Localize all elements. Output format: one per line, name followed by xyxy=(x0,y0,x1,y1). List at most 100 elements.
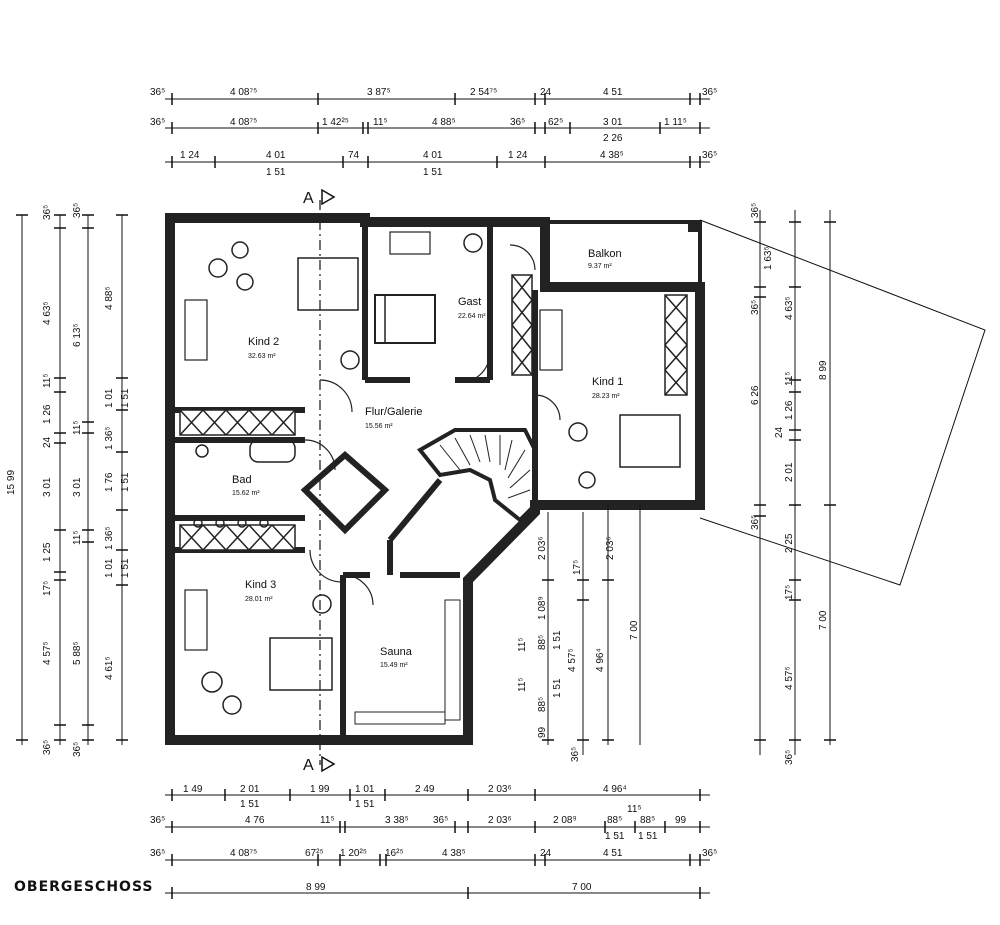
dim-left3-5: 5 88⁵ xyxy=(72,641,83,665)
dim-right1-9: 2 25 xyxy=(784,533,795,553)
dim-top1-5: 4 51 xyxy=(603,87,623,98)
building-walls xyxy=(165,213,986,745)
middle-dimension-labels: 2 03⁶ 17⁵ 2 03⁶ 1 08⁹ 11⁵ 88⁵ 1 51 4 57⁵… xyxy=(517,536,640,762)
room-area-kind-3: 28.01 m² xyxy=(245,596,273,603)
dim-left3-4: 11⁵ xyxy=(72,530,83,545)
dim-bottom2-2: 11⁵ xyxy=(320,815,335,826)
dim-right2-1: 7 00 xyxy=(818,610,829,630)
dim-top2-0: 36⁵ xyxy=(150,117,165,128)
dim-bottom3-1: 4 08⁷⁵ xyxy=(230,848,257,859)
dim-top3-7: 1 51 xyxy=(266,167,286,178)
room-name-balkon: Balkon xyxy=(588,248,622,260)
right-dimension-labels: 36⁵ 1 63⁵ 36⁵ 4 63⁵ 11⁵ 6 26 1 26 24 2 0… xyxy=(750,203,829,765)
dim-bottom2-4: 36⁵ xyxy=(433,815,448,826)
room-name-kind-3: Kind 3 xyxy=(245,579,276,591)
dim-bottom2-10: 99 xyxy=(675,815,687,826)
dim-right1-7: 24 xyxy=(774,426,785,438)
dim-right1-11: 17⁵ xyxy=(784,585,795,600)
dim-bottom3-0: 36⁵ xyxy=(150,848,165,859)
dim-left2-0: 36⁵ xyxy=(42,205,53,220)
dim-top3-0: 1 24 xyxy=(180,150,200,161)
section-marker-top: A xyxy=(303,190,314,207)
dim-right2-0: 8 99 xyxy=(818,360,829,380)
dim-right1-2: 36⁵ xyxy=(750,300,761,315)
bottom-dimension-labels: 1 49 2 01 1 99 1 01 2 49 2 03⁶ 4 96⁴ 1 5… xyxy=(150,784,717,893)
dim-top3-8: 1 51 xyxy=(423,167,443,178)
dim-top2-3: 11⁵ xyxy=(373,117,388,128)
dim-top1-1: 4 08⁷⁵ xyxy=(230,87,257,98)
dim-bottom3-8: 36⁵ xyxy=(702,848,717,859)
dim-left3-0: 36⁵ xyxy=(72,203,83,218)
section-marker-bottom: A xyxy=(303,757,314,774)
dim-top2-2: 1 42²⁵ xyxy=(322,117,349,128)
dim-left4-3: 1 76 xyxy=(104,472,115,492)
dim-top2-8: 1 11⁵ xyxy=(664,117,687,128)
plan-title: OBERGESCHOSS xyxy=(14,879,153,895)
left-dimension-labels: 15 99 36⁵ 4 63⁵ 11⁵ 1 26 24 3 01 1 25 17… xyxy=(6,203,131,757)
dim-top2-4: 4 88⁵ xyxy=(432,117,456,128)
section-arrow-bottom-icon xyxy=(321,755,336,773)
dim-mid-2: 2 03⁶ xyxy=(605,536,616,560)
room-area-sauna: 15.49 m² xyxy=(380,662,408,669)
dim-top3-4: 1 24 xyxy=(508,150,528,161)
dim-left4-5: 1 01 xyxy=(104,558,115,578)
dim-left3-6: 36⁵ xyxy=(72,742,83,757)
dim-bottom2-3: 3 38⁵ xyxy=(385,815,409,826)
top-dimension-chains xyxy=(165,93,710,168)
dim-bottom1-2: 1 99 xyxy=(310,784,330,795)
dim-bottom3-2: 67²⁵ xyxy=(305,848,324,859)
dim-bottom3-6: 24 xyxy=(540,848,552,859)
dim-bottom3-3: 1 20²⁵ xyxy=(340,848,367,859)
room-name-bad: Bad xyxy=(232,474,252,486)
dim-bottom1-5: 2 03⁶ xyxy=(488,784,512,795)
dim-right1-5: 6 26 xyxy=(750,385,761,405)
room-name-flur-galerie: Flur/Galerie xyxy=(365,406,422,418)
dim-left3-1: 6 13⁵ xyxy=(72,323,83,347)
dim-mid-0: 2 03⁶ xyxy=(537,536,548,560)
staircase xyxy=(416,428,537,523)
dim-bottom4-0: 8 99 xyxy=(306,882,326,893)
dim-left2-3: 1 26 xyxy=(42,404,53,424)
dim-mid-4: 11⁵ xyxy=(517,637,528,652)
middle-dimension-chains xyxy=(542,505,641,755)
dim-bottom4-1: 7 00 xyxy=(572,882,592,893)
dim-bottom2-0: 36⁵ xyxy=(150,815,165,826)
dim-right1-12: 4 57⁵ xyxy=(784,666,795,690)
dim-mid-7: 4 57⁵ xyxy=(567,648,578,672)
section-arrow-top-icon xyxy=(321,188,336,206)
dim-right1-8: 2 01 xyxy=(784,462,795,482)
dim-top1-2: 3 87⁵ xyxy=(367,87,391,98)
dim-top1-4: 24 xyxy=(540,87,552,98)
dim-right1-1: 1 63⁵ xyxy=(763,246,774,270)
section-line: A A xyxy=(303,188,336,774)
dim-left4-0: 4 88⁵ xyxy=(104,286,115,310)
dim-mid-9: 7 00 xyxy=(629,620,640,640)
dim-top1-3: 2 54⁷⁵ xyxy=(470,87,497,98)
dim-top3-3: 4 01 xyxy=(423,150,443,161)
bottom-dimension-chains xyxy=(165,789,710,899)
room-area-kind-2: 32.63 m² xyxy=(248,353,276,360)
dim-left4-8: 1 51 xyxy=(120,472,131,492)
top-dimension-labels: 36⁵ 4 08⁷⁵ 3 87⁵ 2 54⁷⁵ 24 4 51 36⁵ 36⁵ … xyxy=(150,87,717,178)
room-area-balkon: 9.37 m² xyxy=(588,263,612,270)
dim-left2-7: 17⁵ xyxy=(42,581,53,596)
dim-top2-1: 4 08⁷⁵ xyxy=(230,117,257,128)
room-area-kind-1: 28.23 m² xyxy=(592,393,620,400)
balcony-projection xyxy=(699,219,986,586)
dim-bottom2-9: 88⁵ xyxy=(640,815,655,826)
dim-bottom2-6: 2 08⁹ xyxy=(553,815,577,826)
dim-top2-6: 62⁵ xyxy=(548,117,563,128)
dim-mid-5: 88⁵ xyxy=(537,635,548,650)
dim-mid-1: 17⁵ xyxy=(572,560,583,575)
dim-bottom2-5: 2 03⁶ xyxy=(488,815,512,826)
balkon-outline xyxy=(543,220,702,289)
room-area-bad: 15.62 m² xyxy=(232,490,260,497)
dim-left2-1: 4 63⁵ xyxy=(42,301,53,325)
dim-mid-14: 36⁵ xyxy=(570,747,581,762)
dim-left4-7: 1 51 xyxy=(120,388,131,408)
dim-bottom1-0: 1 49 xyxy=(183,784,203,795)
dim-left2-9: 36⁵ xyxy=(42,740,53,755)
dim-bottom1-6: 4 96⁴ xyxy=(603,784,627,795)
dim-bottom3-7: 4 51 xyxy=(603,848,623,859)
dim-top1-0: 36⁵ xyxy=(150,87,165,98)
